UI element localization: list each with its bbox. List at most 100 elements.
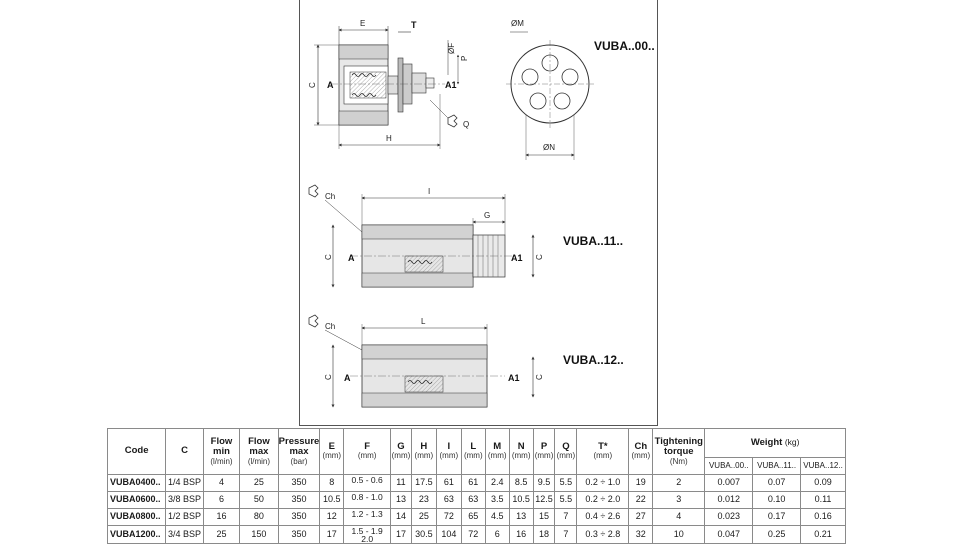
cell-f: 0.5 - 0.6: [343, 474, 392, 492]
header-l: L(mm): [460, 428, 486, 475]
header-m: M(mm): [484, 428, 510, 475]
cell-pressure: 350: [277, 524, 321, 544]
cell-flow-min: 25: [202, 524, 241, 544]
port-a1-label-00: A1: [445, 80, 457, 90]
header-flow-min: Flow min(l/min): [202, 428, 241, 475]
cell-code: VUBA1200..: [106, 524, 167, 544]
dim-c-label-12a: C: [324, 374, 333, 380]
cell-t: 0.2 ÷ 1.0: [576, 474, 630, 492]
cell-weight-00: 0.023: [704, 508, 754, 526]
specification-table: Code C Flow min(l/min) Flow max(l/min) P…: [106, 428, 846, 544]
cell-f-value: 1.5 - 1.9: [351, 526, 383, 536]
cell-weight-12: 0.09: [800, 474, 846, 492]
table-row: VUBA0800.. 1/2 BSP 16 80 350 12 1.2 - 1.…: [106, 508, 846, 526]
dim-h-label: H: [386, 134, 392, 143]
cell-weight-11: 0.17: [752, 508, 802, 526]
header-code: Code: [106, 428, 167, 475]
technical-drawing-frame: E T A A1 C H ØF P Q ØM: [299, 0, 658, 426]
cell-e: 10.5: [319, 491, 345, 509]
cell-e: 8: [319, 474, 345, 492]
dim-e-label: E: [360, 19, 365, 28]
cell-pressure: 350: [277, 508, 321, 526]
dim-c-label-11a: C: [324, 254, 333, 260]
subheader-weight-11: VUBA..11..: [752, 457, 802, 475]
cell-t: 0.2 ÷ 2.0: [576, 491, 630, 509]
vuba-11-view: Ch I G A A1 C C VUBA..11..: [308, 184, 623, 288]
dim-n-label: ØN: [543, 143, 555, 152]
port-a-label-12: A: [344, 373, 351, 383]
vuba-00-front-view: ØM ØN VUBA..00..: [506, 19, 655, 160]
cell-h: 25: [410, 508, 437, 526]
cell-l: 61: [460, 474, 486, 492]
cell-weight-12: 0.21: [800, 524, 846, 544]
cell-c: 3/4 BSP: [165, 524, 204, 544]
cell-q: 5.5: [554, 491, 578, 509]
vuba-00-side-view: E T A A1 C H ØF P Q: [308, 19, 469, 149]
cell-m: 2.4: [484, 474, 510, 492]
cell-weight-11: 0.07: [752, 474, 802, 492]
cell-l: 63: [460, 491, 486, 509]
cell-m: 3.5: [484, 491, 510, 509]
cell-h: 23: [410, 491, 437, 509]
cell-pressure: 350: [277, 474, 321, 492]
header-n: N(mm): [508, 428, 534, 475]
model-label-vuba-11: VUBA..11..: [563, 234, 623, 248]
header-e: E(mm): [319, 428, 345, 475]
cell-m: 4.5: [484, 508, 510, 526]
cell-l: 72: [460, 524, 486, 544]
cell-code: VUBA0800..: [106, 508, 167, 526]
wrench-ch-icon-12: [308, 314, 319, 328]
cell-pressure: 350: [277, 491, 321, 509]
cell-flow-max: 80: [239, 508, 279, 526]
subheader-weight-12: VUBA..12..: [800, 457, 846, 475]
header-h: H(mm): [410, 428, 437, 475]
cell-c: 1/2 BSP: [165, 508, 204, 526]
cell-weight-12: 0.11: [800, 491, 846, 509]
cell-f-trailing: 2.0: [361, 534, 374, 544]
cell-flow-min: 16: [202, 508, 241, 526]
cell-f: 1.2 - 1.3: [343, 508, 392, 526]
cell-flow-min: 4: [202, 474, 241, 492]
dim-ch-label-11: Ch: [325, 192, 335, 201]
header-t: T*(mm): [576, 428, 630, 475]
cell-m: 6: [484, 524, 510, 544]
cell-i: 104: [435, 524, 462, 544]
port-a-label-11: A: [348, 253, 355, 263]
dim-i-label: I: [428, 187, 430, 196]
cell-code: VUBA0400..: [106, 474, 167, 492]
port-a1-label-12: A1: [508, 373, 520, 383]
wrench-ch-icon-11: [308, 184, 319, 198]
cell-q: 7: [554, 508, 578, 526]
wrench-q-icon: [447, 114, 458, 128]
dim-f-label: ØF: [447, 43, 456, 54]
header-flow-max: Flow max(l/min): [239, 428, 279, 475]
cell-n: 16: [508, 524, 534, 544]
cell-g: 11: [390, 474, 412, 492]
cell-weight-00: 0.047: [704, 524, 754, 544]
cell-code: VUBA0600..: [106, 491, 167, 509]
cell-q: 5.5: [554, 474, 578, 492]
cell-f: 0.8 - 1.0: [343, 491, 392, 509]
header-weight: Weight (kg): [704, 428, 846, 458]
cell-c: 3/8 BSP: [165, 491, 204, 509]
cell-h: 17.5: [410, 474, 437, 492]
cell-l: 65: [460, 508, 486, 526]
cell-weight-00: 0.012: [704, 491, 754, 509]
cell-e: 12: [319, 508, 345, 526]
cell-ch: 19: [628, 474, 654, 492]
cell-flow-max: 25: [239, 474, 279, 492]
cell-i: 63: [435, 491, 462, 509]
cell-p: 18: [532, 524, 556, 544]
dim-m-label: ØM: [511, 19, 524, 28]
dim-q-label: Q: [463, 120, 469, 129]
header-torque: Tightening torque(Nm): [652, 428, 706, 475]
table-header-row: Code C Flow min(l/min) Flow max(l/min) P…: [106, 428, 846, 475]
cell-i: 72: [435, 508, 462, 526]
cell-t: 0.4 ÷ 2.6: [576, 508, 630, 526]
dim-c-label-11b: C: [535, 254, 544, 260]
technical-drawing: E T A A1 C H ØF P Q ØM: [308, 19, 655, 408]
vuba-12-view: Ch L A A1 C C VUBA..12..: [308, 314, 624, 408]
header-c: C: [165, 428, 204, 475]
dim-ch-label-12: Ch: [325, 322, 335, 331]
